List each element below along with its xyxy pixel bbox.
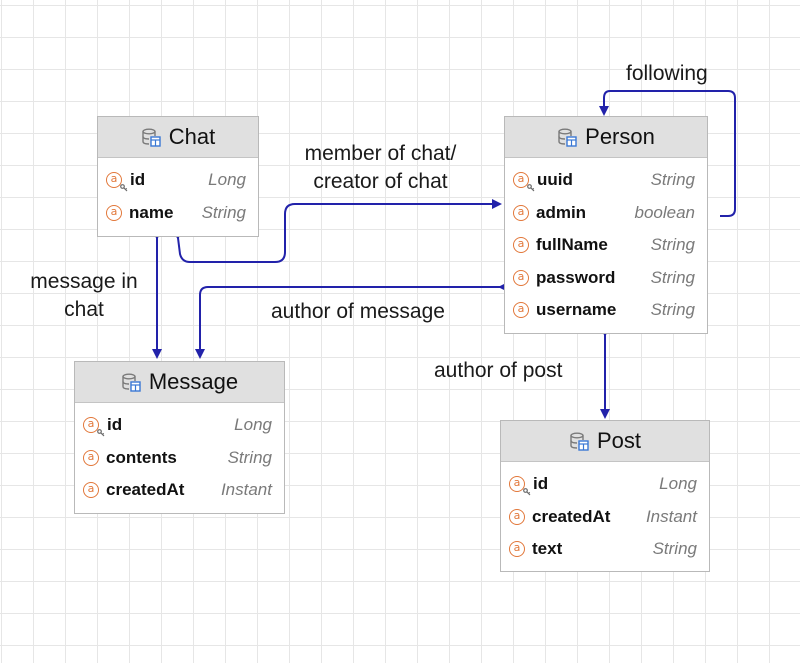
message-in-label-line1: message in: [30, 270, 138, 293]
field-name: password: [536, 267, 616, 287]
message-in-label-line2: chat: [64, 298, 104, 321]
field-type: boolean: [634, 202, 695, 222]
field-row[interactable]: a password String: [505, 262, 707, 295]
database-table-icon: [141, 127, 161, 147]
field-row[interactable]: a fullName String: [505, 229, 707, 262]
attribute-icon: a: [513, 269, 529, 286]
attribute-icon: a: [83, 449, 99, 466]
field-name: username: [536, 300, 617, 320]
person-entity-header[interactable]: Person: [505, 117, 707, 158]
field-name: id: [533, 474, 549, 494]
field-name: uuid: [537, 170, 573, 190]
author-of-message-connector: [195, 282, 508, 359]
attribute-icon: a: [513, 237, 529, 254]
field-name: createdAt: [532, 506, 611, 526]
attribute-icon: a: [106, 172, 128, 192]
field-type: String: [650, 235, 695, 255]
field-type: Long: [659, 474, 697, 494]
field-type: String: [227, 447, 272, 467]
attribute-icon: a: [83, 482, 99, 499]
author-of-post-label: author of post: [434, 359, 563, 382]
attribute-icon: a: [509, 476, 531, 496]
person-entity-title: Person: [585, 124, 655, 149]
attribute-icon: a: [513, 302, 529, 319]
chat-entity-header[interactable]: Chat: [98, 117, 258, 158]
field-name: id: [107, 415, 123, 435]
attribute-icon: a: [509, 508, 525, 525]
message-entity-title: Message: [148, 369, 239, 394]
author-of-message-label: author of message: [271, 300, 445, 323]
field-type: String: [650, 170, 695, 190]
field-type: String: [652, 539, 697, 559]
attribute-icon: a: [513, 204, 529, 221]
field-name: createdAt: [106, 480, 185, 500]
field-type: String: [650, 267, 695, 287]
member-of-chat-label: member of chat/ creator of chat: [293, 140, 468, 196]
member-label-line1: member of chat/: [304, 142, 457, 165]
following-label: following: [626, 62, 708, 85]
field-name: admin: [536, 202, 587, 222]
attribute-icon: a: [513, 172, 535, 192]
attribute-icon: a: [509, 541, 525, 558]
message-in-chat-label: message in chat: [20, 268, 148, 324]
field-type: String: [201, 202, 246, 222]
field-name: contents: [106, 447, 177, 467]
field-name: name: [129, 202, 174, 222]
field-type: Instant: [645, 506, 697, 526]
attribute-icon: a: [83, 417, 105, 437]
field-type: Long: [208, 170, 246, 190]
field-name: fullName: [536, 235, 608, 255]
database-table-icon: [121, 372, 141, 392]
field-type: String: [650, 300, 695, 320]
following-connector: [599, 90, 736, 217]
member-of-chat-connector: [172, 199, 502, 263]
field-row[interactable]: a createdAt Instant: [501, 501, 709, 534]
chat-entity-title: Chat: [168, 124, 216, 149]
post-entity-header[interactable]: Post: [501, 421, 709, 462]
database-table-icon: [569, 431, 589, 451]
field-name: id: [130, 170, 146, 190]
field-row[interactable]: a username String: [505, 294, 707, 327]
message-entity-header[interactable]: Message: [75, 362, 284, 403]
post-entity-title: Post: [596, 428, 642, 453]
field-type: Long: [234, 415, 272, 435]
field-name: text: [532, 539, 563, 559]
database-table-icon: [557, 127, 577, 147]
field-row[interactable]: a contents String: [75, 442, 284, 475]
attribute-icon: a: [106, 204, 122, 221]
field-row[interactable]: a createdAt Instant: [75, 474, 284, 507]
field-type: Instant: [220, 480, 272, 500]
member-label-line2: creator of chat: [313, 170, 448, 193]
